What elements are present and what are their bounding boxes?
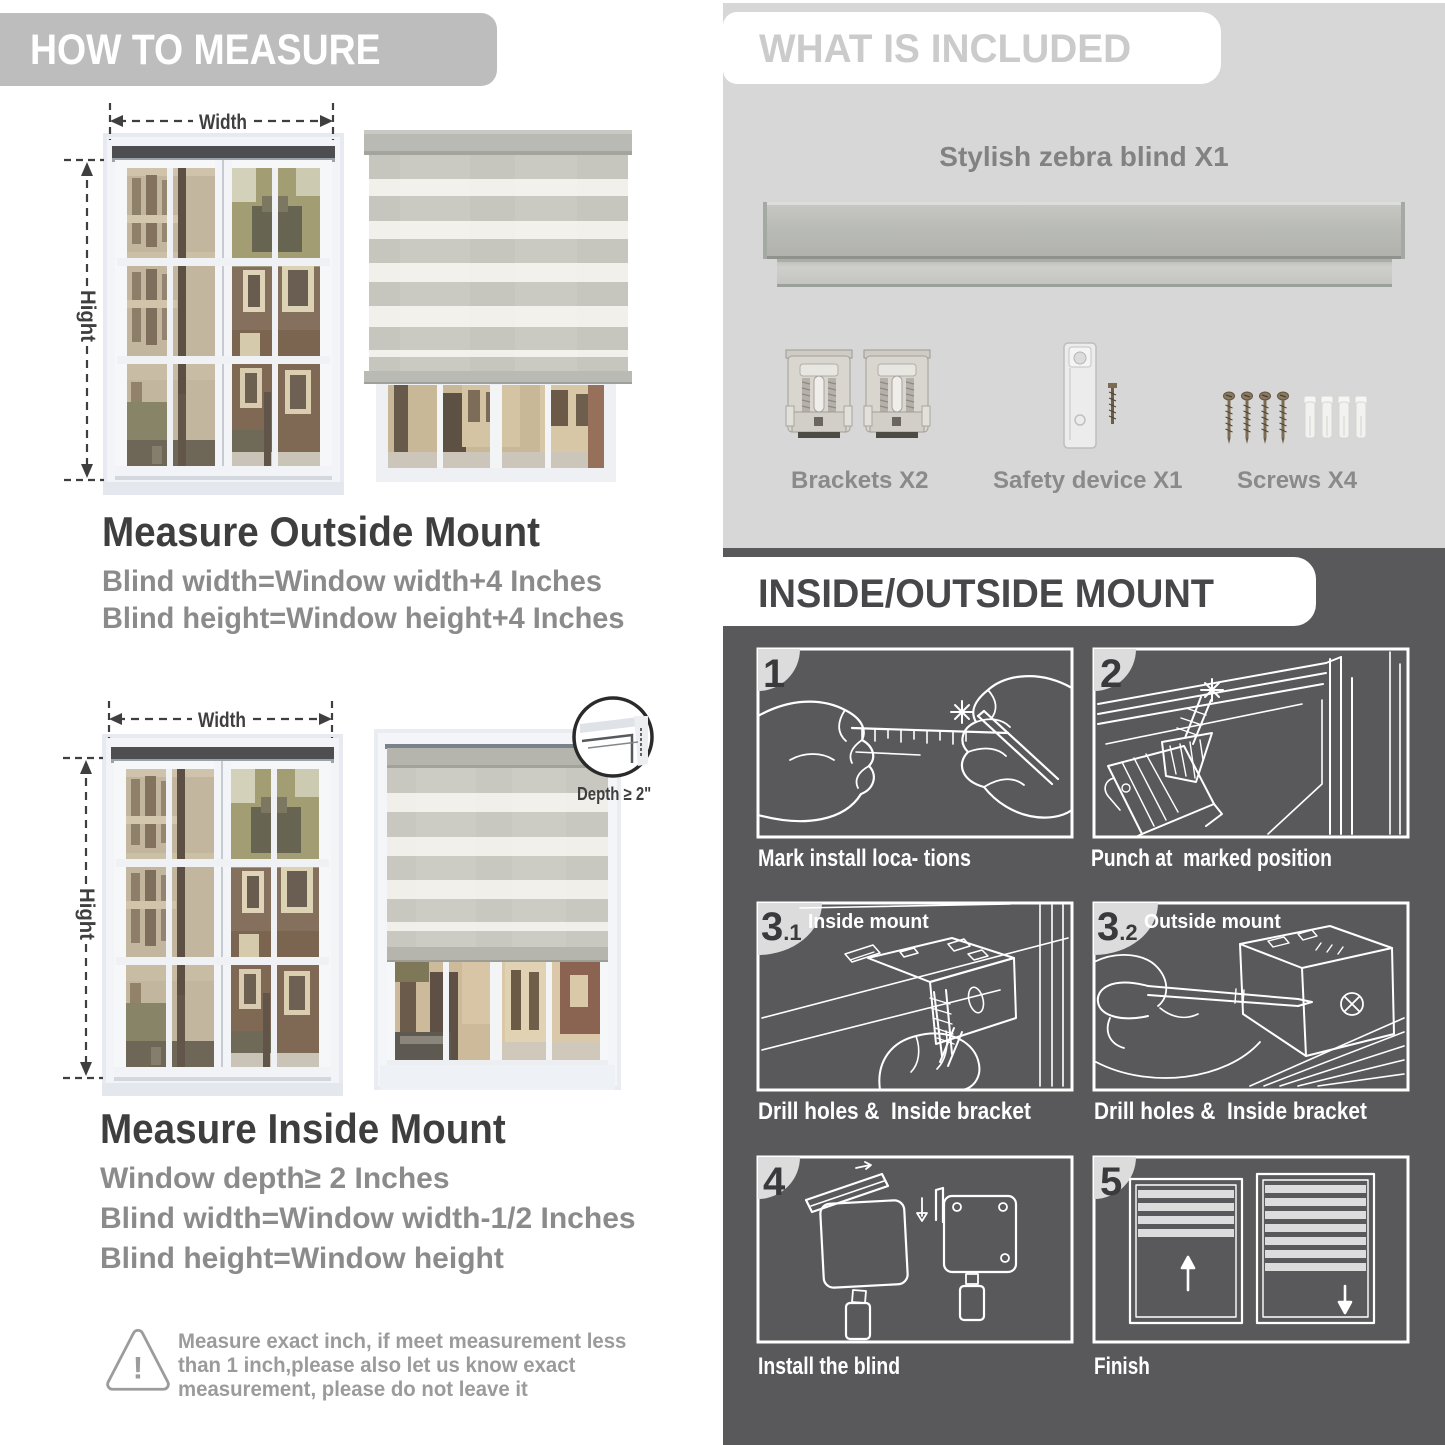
svg-text:4: 4 [763,1160,786,1204]
svg-text:1: 1 [763,652,785,696]
svg-text:Hight: Hight [75,888,98,940]
svg-text:Hight: Hight [76,290,99,342]
svg-text:3.2: 3.2 [1097,905,1138,949]
svg-text:Width: Width [198,709,246,732]
svg-text:Width: Width [199,111,247,134]
svg-text:2: 2 [1100,652,1122,696]
svg-text:!: ! [133,1351,143,1386]
svg-text:5: 5 [1100,1160,1122,1204]
